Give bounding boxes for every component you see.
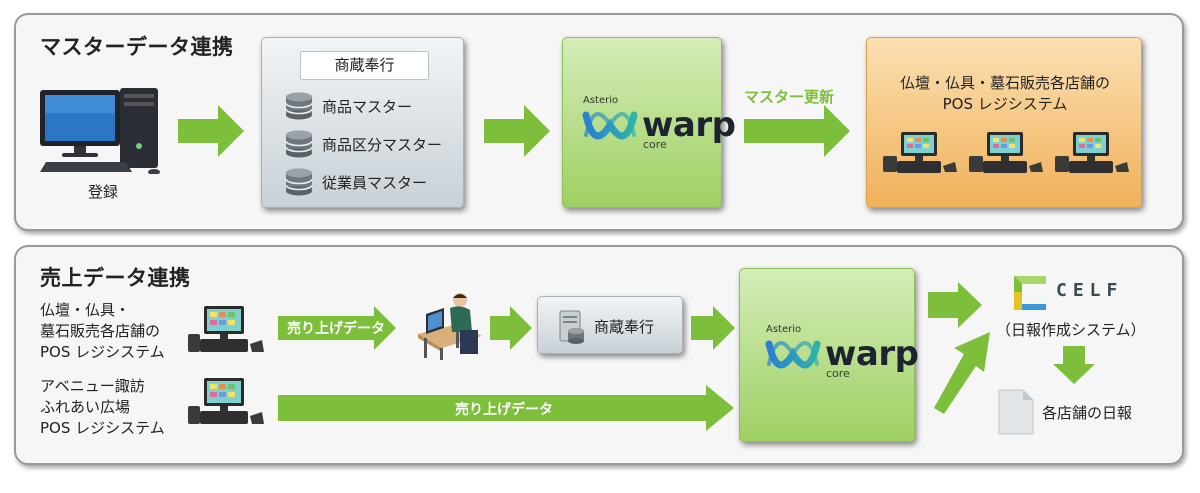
db-item-label: 従業員マスター	[322, 173, 428, 192]
pos-box-line2: POS レジシステム	[942, 95, 1068, 113]
warp-sub: core	[643, 138, 667, 151]
pc-register-label: 登録	[88, 183, 119, 201]
pos2-text: アベニュー諏訪 ふれあい広場 POS レジシステム	[40, 376, 165, 439]
database-icon	[285, 168, 313, 196]
database-icon	[285, 92, 313, 120]
db-item-label: 商品マスター	[322, 97, 413, 116]
sales-arrow2-label: 売り上げデータ	[455, 402, 553, 418]
sales-section-title: 売上データ連携	[40, 266, 191, 290]
pos2-line3: POS レジシステム	[40, 419, 165, 437]
warp-brand: Asterio	[766, 324, 802, 335]
document-icon	[998, 389, 1034, 435]
arrow-sales-data-2	[278, 385, 734, 431]
db-item-employees: 従業員マスター	[284, 167, 427, 197]
warp-name: warp	[642, 105, 736, 145]
pos2-line2: ふれあい広場	[40, 398, 131, 416]
erp-master-box: 商蔵奉行 商品マスター 商品区分マスター	[261, 37, 464, 208]
arrow-pc-to-erp	[178, 105, 244, 157]
celf-logo-text: CELF	[1056, 280, 1124, 301]
warp-core-box: Asterio warp core	[562, 37, 736, 208]
erp-sales-title: 商蔵奉行	[594, 318, 655, 336]
pos2-line1: アベニュー諏訪	[40, 377, 145, 395]
database-icon	[285, 130, 313, 158]
arrow-master-update	[744, 105, 850, 157]
warp-logo-icon	[765, 340, 821, 369]
arrow-erp-to-warp	[484, 105, 550, 157]
report-label: 各店舗の日報	[1042, 404, 1133, 422]
pos-register-icon	[883, 132, 957, 173]
arrow-erp-to-warp-sales	[691, 306, 735, 350]
db-item-product-category: 商品区分マスター	[284, 129, 442, 159]
warp-sub: core	[826, 367, 850, 380]
pos-register-icon	[1055, 132, 1129, 173]
warp-logo-icon	[582, 111, 638, 140]
master-section-title: マスターデータ連携	[40, 35, 234, 59]
pos-box-line1: 仏壇・仏具・墓石販売各店舗の	[899, 74, 1110, 92]
arrow-sales-data-1	[278, 306, 396, 350]
pos1-line3: POS レジシステム	[40, 343, 165, 361]
celf-label: （日報作成システム）	[996, 321, 1146, 339]
db-item-products: 商品マスター	[284, 91, 412, 121]
warp-name: warp	[825, 334, 919, 374]
arrow-warp-to-celf	[928, 282, 982, 328]
master-update-label: マスター更新	[744, 88, 835, 106]
sales-data-panel	[14, 245, 1184, 465]
celf-logo-icon	[1014, 276, 1046, 310]
arrow-diagonal-up	[934, 332, 990, 414]
warp-core-box-sales: Asterio warp core	[739, 268, 919, 442]
pos1-line2: 墓石販売各店舗の	[40, 322, 161, 340]
arrow-to-erp-sales	[490, 306, 532, 350]
pos-register-icon	[188, 378, 264, 424]
pos-system-box: 仏壇・仏具・墓石販売各店舗の POS レジシステム	[866, 37, 1142, 208]
pos-register-icon	[188, 306, 264, 352]
erp-sales-box: 商蔵奉行	[537, 296, 683, 354]
worker-at-desk-icon	[418, 293, 482, 360]
pos1-text: 仏壇・仏具・ 墓石販売各店舗の POS レジシステム	[40, 300, 165, 363]
db-item-label: 商品区分マスター	[322, 135, 443, 154]
sales-arrow1-label: 売り上げデータ	[287, 321, 385, 337]
pos-register-icon	[969, 132, 1043, 173]
erp-title: 商蔵奉行	[300, 51, 429, 80]
desktop-pc-icon	[40, 88, 160, 174]
pos1-line1: 仏壇・仏具・	[40, 301, 131, 319]
server-icon	[559, 310, 584, 344]
arrow-down-to-report	[1053, 346, 1095, 384]
warp-brand: Asterio	[583, 95, 619, 106]
